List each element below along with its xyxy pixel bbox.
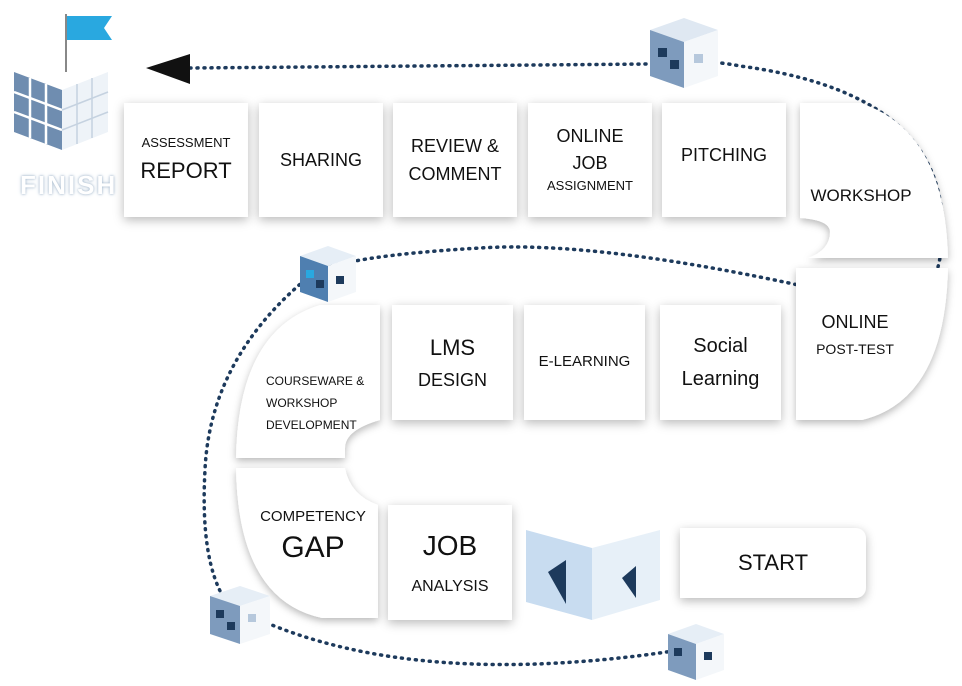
workshop-label: WORKSHOP [810, 186, 912, 205]
sharing-label: SHARING [279, 149, 362, 170]
open-box-graphic [526, 530, 660, 620]
finish-arrow [146, 54, 190, 84]
finish-cube-icon [13, 72, 109, 150]
review-label: REVIEW & [410, 135, 499, 156]
job-analysis-job-label: JOB [422, 530, 478, 561]
flag-icon [65, 14, 112, 72]
courseware-curve [236, 305, 380, 458]
gap-label: GAP [281, 531, 345, 564]
competency-curve [236, 468, 378, 618]
pitching-box: PITCHING [662, 103, 786, 217]
post-test-curve [796, 268, 948, 420]
post-test-text: ONLINE POST-TEST [800, 312, 910, 357]
cube-icon-middle-left [300, 246, 356, 302]
comment-label: COMMENT [408, 164, 502, 184]
competency-text: COMPETENCY GAP [252, 508, 374, 565]
social-learning-box: Social Learning [660, 305, 781, 420]
courseware-text: COURSEWARE & WORKSHOP DEVELOPMENT [266, 370, 364, 436]
sharing-box: SHARING [259, 103, 383, 217]
workshop-dev-label: WORKSHOP [266, 396, 338, 410]
lms-design-box: LMS DESIGN [392, 305, 513, 420]
cube-icon-bottom-right [668, 624, 724, 680]
assessment-label: ASSESSMENT [141, 135, 231, 151]
online-posttest-label: ONLINE [821, 312, 889, 332]
social-label: Social [693, 334, 748, 357]
courseware-label: COURSEWARE & [266, 374, 365, 388]
report-label: REPORT [140, 158, 232, 184]
assessment-report-box: ASSESSMENT REPORT [124, 103, 248, 217]
design-label: DESIGN [417, 370, 487, 390]
competency-label: COMPETENCY [260, 508, 366, 525]
cube-icon-bottom-left [210, 586, 270, 644]
e-learning-box: E-LEARNING [524, 305, 645, 420]
development-label: DEVELOPMENT [266, 418, 357, 432]
start-box: START [680, 528, 866, 598]
online-label: ONLINE [556, 126, 624, 147]
cube-icon-top-right [650, 18, 718, 88]
online-job-assignment-box: ONLINE JOB ASSIGNMENT [528, 103, 652, 217]
assignment-label: ASSIGNMENT [547, 178, 633, 194]
analysis-label: ANALYSIS [411, 578, 489, 595]
review-comment-box: REVIEW & COMMENT [393, 103, 517, 217]
start-label: START [737, 550, 809, 576]
post-test-label: POST-TEST [816, 341, 894, 357]
finish-label: FINISH [20, 170, 118, 200]
lms-label: LMS [429, 334, 476, 360]
e-learning-label: E-LEARNING [538, 353, 631, 371]
job-label: JOB [572, 152, 608, 173]
workshop-curve [800, 103, 948, 258]
learning-label: Learning [681, 367, 760, 390]
pitching-label: PITCHING [680, 144, 767, 165]
job-analysis-box: JOB ANALYSIS [388, 505, 512, 620]
